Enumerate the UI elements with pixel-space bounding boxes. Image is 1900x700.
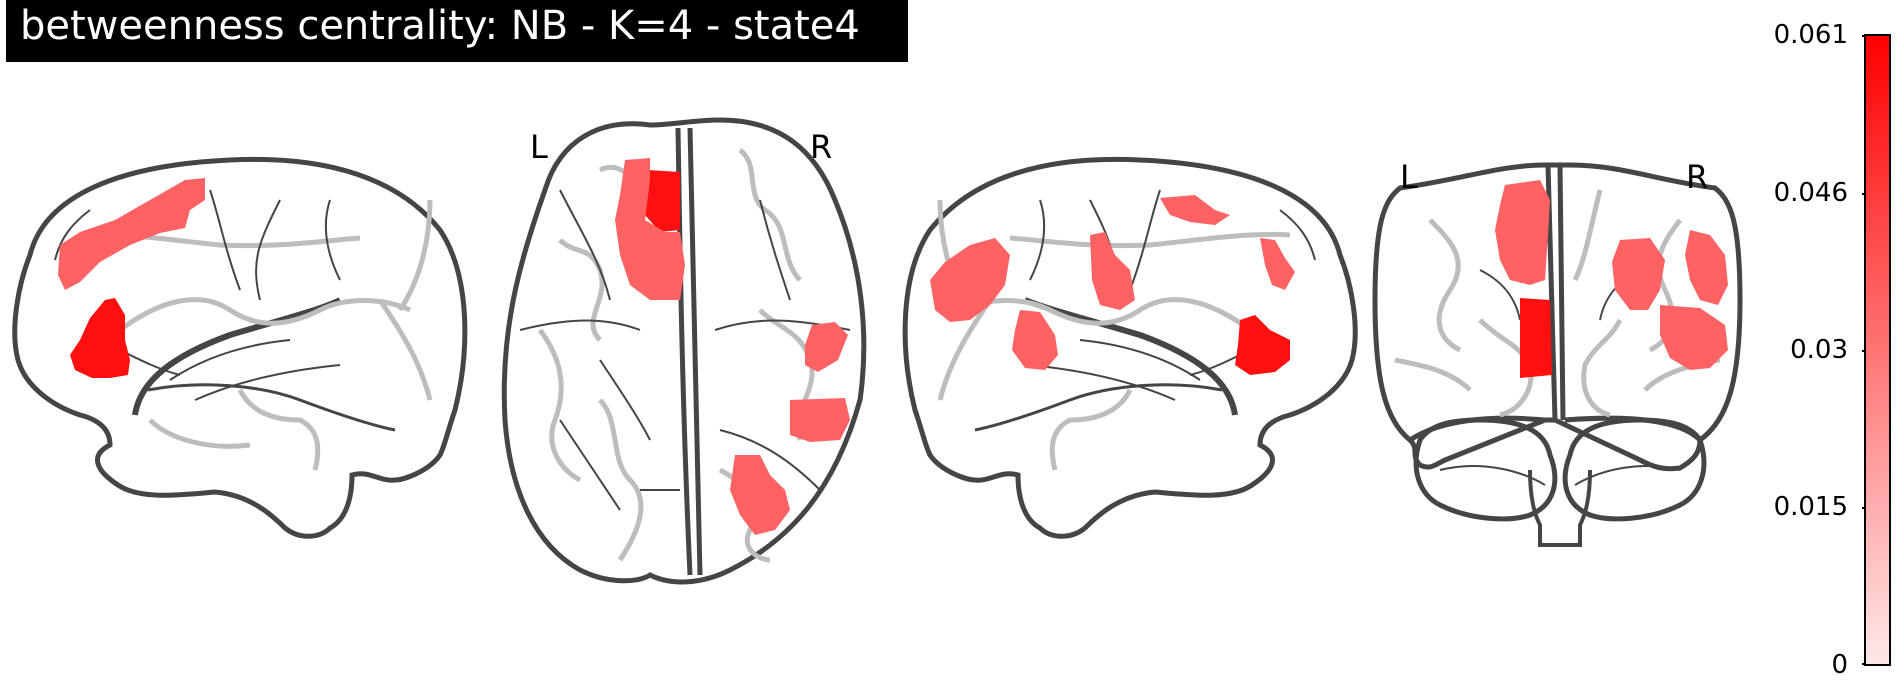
- colorbar-tick-3: 0.015: [1773, 492, 1848, 522]
- coronal-left-label: L: [1400, 158, 1418, 196]
- coronal-cluster-right-inferior: [1660, 305, 1728, 370]
- axial-cluster-frontal-strong: [640, 170, 680, 232]
- axial-cluster-right-lateral: [805, 322, 848, 372]
- sagittal-left-cluster-broca: [70, 298, 130, 378]
- figure-title: betweenness centrality: NB - K=4 - state…: [6, 0, 908, 62]
- axial-cluster-right-posterior-lateral: [790, 398, 850, 442]
- coronal-floor-right: [1564, 415, 1702, 442]
- sagittal-right-cluster-parietal: [930, 238, 1010, 322]
- sagittal-right-cluster-temporal: [1012, 310, 1058, 370]
- axial-left-label: L: [530, 128, 548, 166]
- coronal-sulci: [1394, 189, 1721, 418]
- sagittal-right-cluster-central: [1090, 232, 1135, 310]
- sagittal-left-cluster-frontal: [58, 178, 205, 290]
- coronal-midline: [1545, 164, 1566, 421]
- colorbar-tick-0: 0.061: [1773, 20, 1848, 50]
- colorbar-tick-1: 0.046: [1773, 178, 1848, 208]
- colorbar: [1864, 34, 1891, 666]
- coronal-cluster-left-deep: [1520, 298, 1552, 378]
- coronal-cluster-left-sup: [1495, 180, 1550, 285]
- coronal-view: [1372, 162, 1743, 547]
- axial-cluster-right-occipital: [730, 455, 790, 535]
- axial-right-label: R: [810, 128, 833, 166]
- sagittal-left-outline: [12, 156, 468, 539]
- axial-gyri: [519, 189, 851, 511]
- axial-outline: [501, 117, 867, 585]
- coronal-floor-left: [1408, 415, 1546, 443]
- axial-cluster-frontal-medium: [615, 158, 685, 300]
- sagittal-right-view: [902, 156, 1358, 539]
- coronal-brainstem: [1528, 469, 1592, 547]
- sagittal-left-view: [12, 156, 468, 539]
- coronal-cluster-right-lateral: [1685, 230, 1728, 305]
- colorbar-tick-2: 0.03: [1790, 335, 1848, 365]
- axial-midline-2: [687, 127, 703, 576]
- coronal-right-label: R: [1686, 158, 1709, 196]
- colorbar-tick-marks: [1862, 35, 1866, 665]
- sagittal-right-cluster-frontal-pole: [1235, 315, 1290, 375]
- sagittal-right-cluster-frontal-mid: [1260, 238, 1295, 290]
- sagittal-left-cerebellum-line: [147, 383, 396, 432]
- axial-view: [501, 117, 867, 585]
- colorbar-tick-4: 0: [1831, 650, 1848, 680]
- sagittal-right-cluster-frontal-sup: [1160, 195, 1230, 225]
- sagittal-right-cerebellum-line: [974, 383, 1223, 432]
- coronal-cluster-right-mid: [1612, 238, 1665, 310]
- sagittal-right-outline: [902, 156, 1358, 539]
